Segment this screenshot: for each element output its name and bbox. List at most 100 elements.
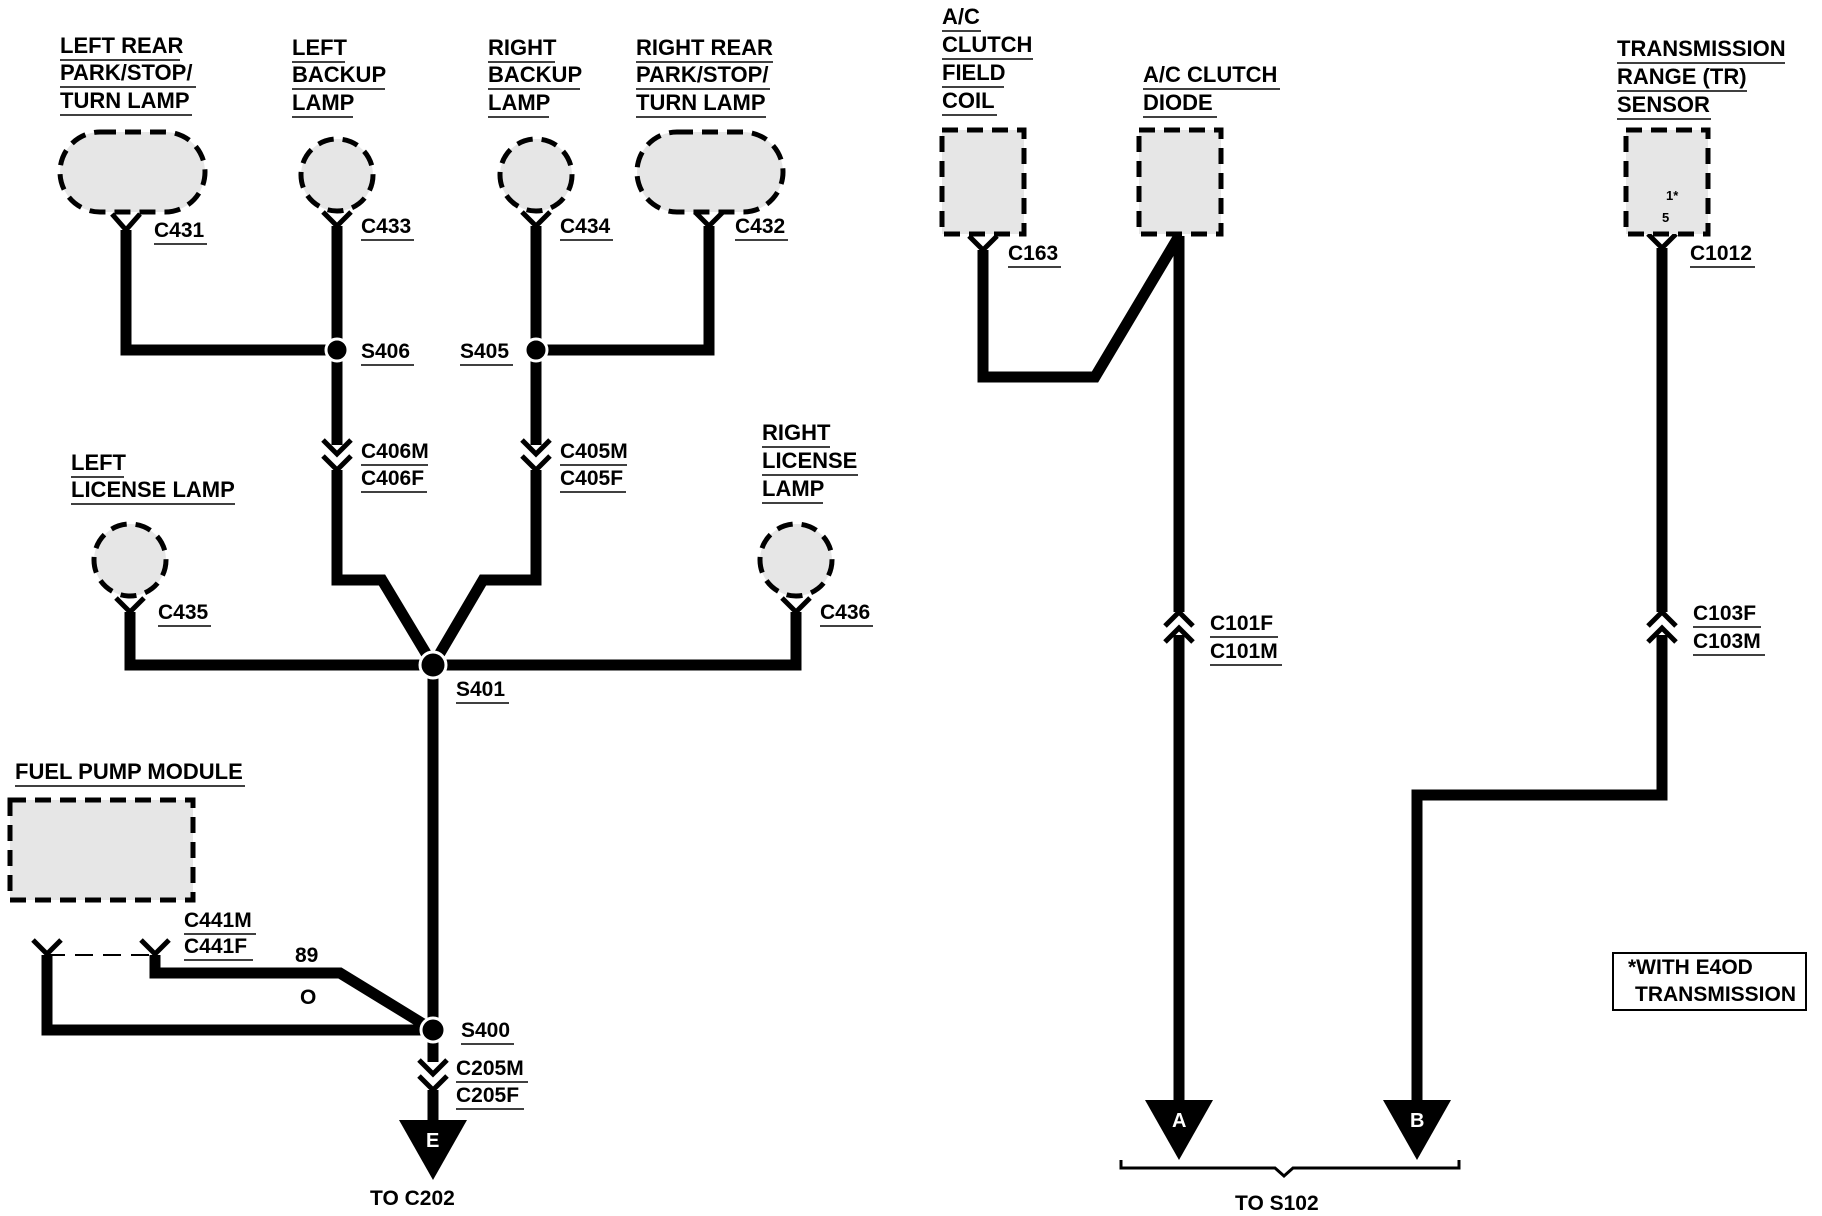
label-c163: C163 [1008,242,1058,265]
destination-brace [1119,1160,1461,1179]
label-c441f: C441F [184,935,247,958]
label-c435: C435 [158,601,209,624]
c163-symbol [967,234,999,254]
wire-c436-s401 [433,612,802,671]
c1012-symbol [1646,232,1678,252]
label-left-license-lamp-2: LICENSE LAMP [71,477,235,502]
c432-symbol [693,210,725,230]
label-c432: C432 [735,215,785,238]
label-c101m: C101M [1210,640,1278,663]
arrow-b [1383,1100,1451,1160]
label-left-backup-lamp-3: LAMP [292,90,354,115]
label-c431: C431 [154,219,205,242]
arrow-e [399,1120,467,1180]
label-c205m: C205M [456,1057,524,1080]
label-s400: S400 [461,1019,510,1042]
arrow-a [1145,1100,1213,1160]
label-right-backup-lamp-1: RIGHT [488,35,557,60]
wire-fuel-pump-ground-b [149,955,436,1035]
right-backup-lamp [497,136,575,214]
components [7,127,1711,903]
left-backup-lamp [298,136,376,214]
splice-s400 [419,1016,447,1044]
label-c1012: C1012 [1690,242,1752,265]
arrow-e-label: E [426,1130,439,1152]
label-left-backup-lamp-1: LEFT [292,35,348,60]
label-ac-diode-1: A/C CLUTCH [1143,62,1277,87]
label-tr-sensor-2: RANGE (TR) [1617,64,1747,89]
label-c434: C434 [560,215,611,238]
label-c406m: C406M [361,440,429,463]
right-rear-lamp [634,129,786,215]
c431-symbol [110,212,142,234]
label-right-license-lamp-3: LAMP [762,476,824,501]
label-c205f: C205F [456,1084,519,1107]
label-c103f: C103F [1693,602,1756,625]
label-c441m: C441M [184,909,252,932]
wire-c432-s405 [536,226,715,356]
wire-c103-to-b [1411,635,1668,1100]
label-s405: S405 [460,340,509,363]
wires [41,226,1668,1120]
wire-c431-s406 [120,230,337,356]
label-c433: C433 [361,215,411,238]
label-ac-field-coil-4: COIL [942,88,995,113]
arrow-a-label: A [1172,1110,1186,1132]
right-license-lamp [757,521,835,599]
c433-symbol [321,210,353,230]
label-circuit-89: 89 [295,944,318,967]
wire-c405-s401 [428,470,542,668]
label-right-rear-lamp-2: PARK/STOP/ [636,62,768,87]
tr-sensor-pin-5: 5 [1662,210,1669,225]
label-right-license-lamp-1: RIGHT [762,420,831,445]
left-rear-lamp [57,129,208,215]
label-ac-field-coil-2: CLUTCH [942,32,1032,57]
label-s401: S401 [456,678,505,701]
label-wire-color-o: O [300,986,316,1009]
label-right-license-lamp-2: LICENSE [762,448,857,473]
label-c103m: C103M [1693,630,1761,653]
label-right-backup-lamp-2: BACKUP [488,62,582,87]
c435-symbol [114,596,146,616]
label-s406: S406 [361,340,410,363]
label-c405m: C405M [560,440,628,463]
ac-clutch-field-coil [939,127,1027,237]
c103-symbol [1646,608,1678,644]
label-ac-diode-2: DIODE [1143,90,1213,115]
label-right-rear-lamp-1: RIGHT REAR [636,35,773,60]
label-tr-sensor-3: SENSOR [1617,92,1710,117]
c436-symbol [780,596,812,616]
c441-right-symbol [139,938,171,958]
splice-s406 [324,337,350,363]
label-left-rear-lamp-3: TURN LAMP [60,88,190,113]
label-to-s102: TO S102 [1235,1192,1319,1215]
label-fuel-pump-module: FUEL PUMP MODULE [15,759,243,784]
fuel-pump-module [7,797,196,903]
label-right-rear-lamp-3: TURN LAMP [636,90,766,115]
ac-clutch-diode [1136,127,1224,237]
note-line-2: TRANSMISSION [1635,983,1796,1006]
label-ac-field-coil-3: FIELD [942,60,1006,85]
label-left-rear-lamp-2: PARK/STOP/ [60,60,192,85]
label-c436: C436 [820,601,870,624]
wire-c163-diode [977,233,1184,383]
label-to-c202: TO C202 [370,1187,455,1210]
left-license-lamp [91,521,169,599]
label-ac-field-coil-1: A/C [942,4,980,29]
splice-s401 [418,650,448,680]
note-box [1612,952,1807,1011]
label-tr-sensor-1: TRANSMISSION [1617,36,1786,61]
c405-symbol [520,438,552,474]
label-c406f: C406F [361,467,424,490]
component-labels: LEFT REAR PARK/STOP/ TURN LAMP LEFT BACK… [15,4,1786,787]
wire-c406-s401 [331,470,438,668]
tr-sensor-pin-1: 1* [1666,188,1679,203]
note-line-1: *WITH E4OD [1628,956,1753,979]
connector-labels: C431 C433 C434 C432 S406 S405 C406M C406… [154,215,1765,1110]
c101-symbol [1163,608,1195,644]
wire-fuel-pump-ground-a [41,955,433,1036]
connector-symbols [31,210,1678,1094]
c434-symbol [520,210,552,230]
tr-sensor [1623,127,1711,237]
